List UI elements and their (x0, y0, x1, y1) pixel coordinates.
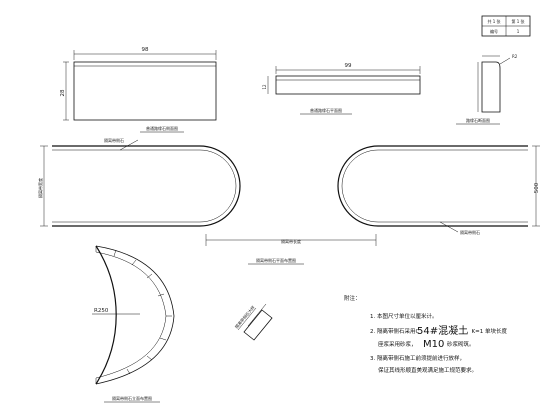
view-top-right: R2 路缘石断面图 (456, 54, 518, 125)
notes-line3a: 座浆采用砂浆， (378, 340, 417, 348)
center-dim-label: 隔离带长度 (281, 238, 301, 244)
top-right-caption: 路缘石断面图 (466, 117, 490, 123)
title-cell-2: 第 1 张 (511, 18, 524, 24)
arc-caption: 隔离带侧石立面布置图 (112, 395, 152, 401)
top-left-width: 98 (142, 47, 149, 53)
small-piece-label: 隔离带侧石大样 (233, 304, 256, 329)
notes-line4: 3. 隔离带侧石施工前须提前进行放样， (370, 354, 465, 362)
notes-title: 附注： (344, 294, 361, 302)
notes-line5: 保证其线形顺直美观满足施工规范要求。 (378, 366, 477, 374)
title-cell-1: 共 1 张 (487, 18, 500, 24)
arc-radius: R250 (94, 308, 109, 314)
top-mid-height: 12 (262, 84, 267, 90)
title-cell-3: 编号 (490, 28, 498, 34)
notes-line1: 1. 本图尺寸单位以厘米计。 (370, 312, 438, 320)
view-top-left: 98 28 普通路缘石侧面图 (60, 47, 217, 133)
center-caption: 隔离带侧石平面布置图 (256, 257, 296, 263)
top-mid-width: 99 (345, 63, 352, 69)
title-block: 共 1 张 第 1 张 编号 1 (481, 15, 531, 37)
notes-line3c: 砂浆砌筑。 (447, 340, 475, 348)
view-small-piece: 隔离带侧石大样 (233, 303, 273, 341)
right-curve-dim: 500 (534, 182, 540, 193)
center-dimension: 隔离带长度 隔离带侧石平面布置图 (205, 234, 377, 265)
top-left-caption: 普通路缘石侧面图 (146, 125, 178, 131)
left-curve-leader: 隔离带侧石 (104, 137, 124, 143)
top-mid-caption: 普通路缘石平面图 (310, 107, 342, 113)
title-cell-4: 1 (517, 29, 520, 34)
view-left-curve: 隔离带宽度 隔离带侧石 (37, 137, 241, 227)
view-top-mid: 99 12 普通路缘石平面图 (262, 63, 421, 115)
left-curve-axis: 隔离带宽度 (37, 178, 43, 198)
notes-block: 附注： 1. 本图尺寸单位以厘米计。 2. 隔离带侧石采用C 54#混凝土 ，K… (344, 294, 507, 374)
notes-line3b: M10 (423, 339, 444, 350)
notes-line2c: ，K=1 单块长度 (466, 327, 507, 335)
top-right-radius: R2 (512, 54, 518, 59)
top-left-height: 28 (60, 89, 66, 96)
view-right-curve: 500 隔离带侧石 (337, 145, 540, 235)
notes-line2b: 54#混凝土 (417, 324, 468, 337)
notes-line2a: 2. 隔离带侧石采用C (370, 327, 419, 335)
view-arc: R250 隔离带侧石立面布置图 (92, 245, 175, 403)
right-curve-leader: 隔离带侧石 (460, 229, 480, 235)
